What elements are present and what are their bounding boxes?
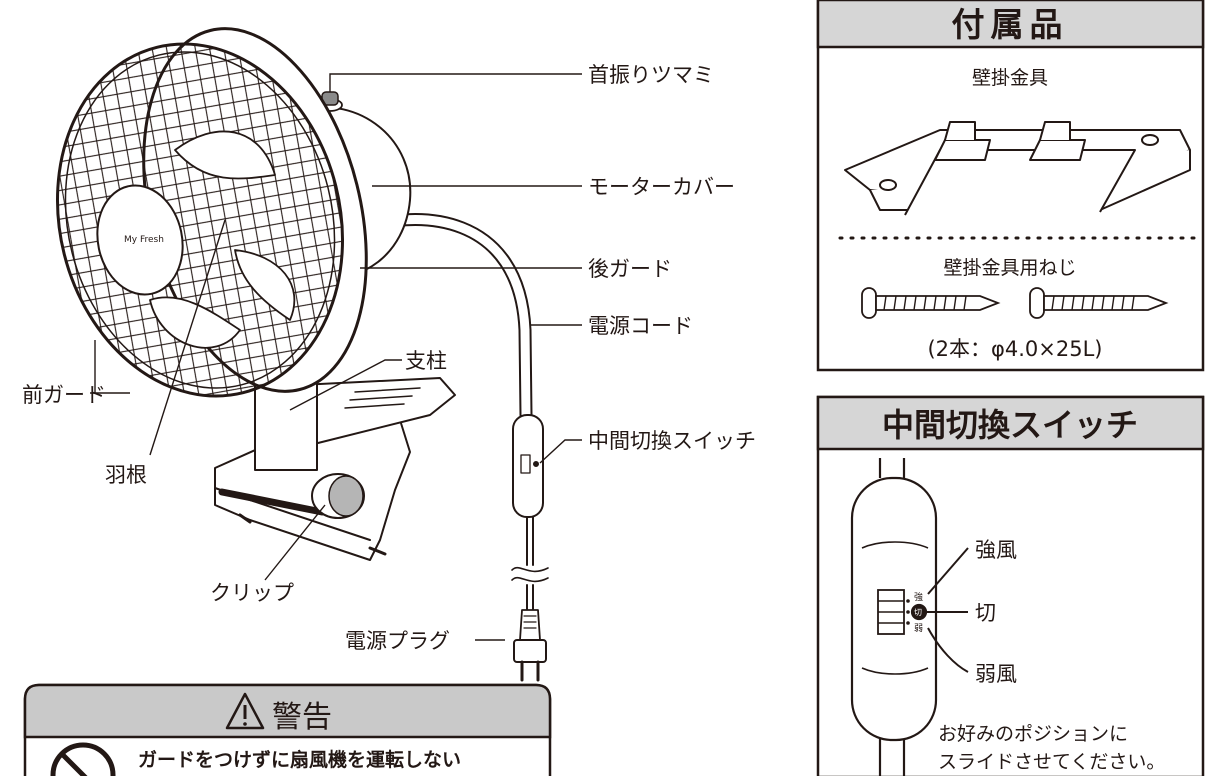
prohibition-icon: [50, 742, 116, 776]
large-switch-icon: [850, 458, 938, 776]
warning-title: 警告: [272, 700, 332, 735]
part-labels: 首振りツマミ モーターカバー 後ガード 電源コード 支柱 前ガード 中間切換スイ…: [22, 63, 756, 653]
switch-instruction-line1: お好みのポジションに: [938, 723, 1128, 745]
label-oscillation-knob: 首振りツマミ: [588, 63, 714, 87]
warning-text: ガードをつけずに扇風機を運転しない: [138, 748, 461, 771]
cord-switch-part: [512, 414, 544, 518]
label-pole: 支柱: [405, 349, 447, 373]
switch-label-weak: 弱風: [975, 662, 1017, 686]
switch-panel-title: 中間切換スイッチ: [882, 406, 1138, 444]
switch-label-strong: 強風: [975, 538, 1017, 562]
plug-part: [513, 609, 547, 682]
label-blade: 羽根: [105, 463, 147, 487]
brand-logo-text: My Fresh: [124, 235, 164, 245]
label-inline-switch: 中間切換スイッチ: [588, 429, 756, 453]
accessories-panel: 付属品 壁掛金具 壁掛金具用ねじ (2本：φ4.0×25L): [816, 0, 1205, 372]
wall-bracket-icon: [844, 121, 1191, 216]
fan-illustration: My Fresh: [39, 19, 549, 682]
screw-icon: [861, 287, 1001, 319]
warning-triangle-icon: [225, 692, 265, 730]
switch-panel: 中間切換スイッチ 強 切 弱 強風 切 弱風 お好みのポジションに スライドさせ…: [816, 395, 1205, 776]
switch-label-off: 切: [975, 601, 996, 625]
fan-center-badge: My Fresh: [96, 184, 184, 296]
label-rear-guard: 後ガード: [588, 257, 672, 281]
switch-mark-weak: 弱: [914, 623, 923, 634]
label-motor-cover: モーターカバー: [588, 175, 735, 199]
screw-icon: [1029, 287, 1169, 319]
accessories-title: 付属品: [952, 5, 1069, 44]
switch-instruction-line2: スライドさせてください。: [938, 751, 1165, 773]
clip-part: [214, 377, 456, 561]
callout-lines: [90, 73, 582, 641]
switch-mark-strong: 強: [914, 591, 923, 603]
label-clip: クリップ: [210, 581, 294, 605]
bracket-label: 壁掛金具: [972, 67, 1048, 89]
screw-label: 壁掛金具用ねじ: [943, 257, 1076, 279]
warning-box: 警告 ガードをつけずに扇風機を運転しない: [23, 683, 552, 776]
switch-mark-off: 切: [914, 608, 922, 617]
screw-spec: (2本：φ4.0×25L): [927, 337, 1102, 361]
label-power-plug: 電源プラグ: [345, 629, 450, 653]
label-front-guard: 前ガード: [22, 383, 106, 407]
label-power-cord: 電源コード: [588, 314, 693, 338]
